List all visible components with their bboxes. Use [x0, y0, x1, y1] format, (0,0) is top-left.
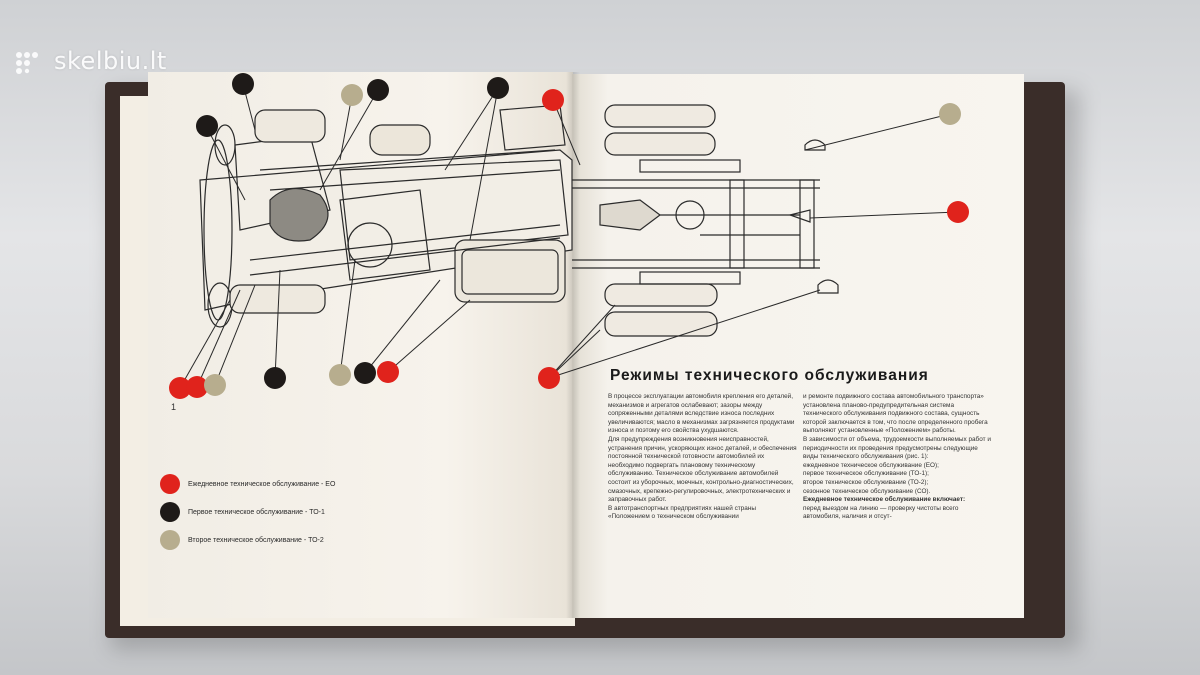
paragraph: В зависимости от объема, трудоемкости вы…	[803, 435, 991, 461]
legend-swatch-eo	[160, 474, 180, 494]
paragraph: В процессе эксплуатации автомобиля крепл…	[608, 393, 795, 435]
legend-item-eo: Ежедневное техническое обслуживание - ЕО	[160, 474, 335, 494]
marker-to1	[264, 367, 286, 389]
figure-number: 1	[171, 402, 177, 412]
legend-label-to2: Второе техническое обслуживание - ТО-2	[188, 536, 324, 544]
marker-eo	[186, 376, 208, 398]
article-column-1: В процессе эксплуатации автомобиля крепл…	[608, 393, 798, 522]
watermark-text: skelbiu.lt	[54, 47, 167, 75]
article-column-2: и ремонте подвижного состава автомобильн…	[803, 393, 993, 522]
marker-eo	[169, 377, 191, 399]
paragraph: Ежедневное техническое обслуживание вклю…	[803, 496, 966, 504]
marker-to1	[367, 79, 389, 101]
marker-eo	[377, 361, 399, 383]
marker-eo	[538, 367, 560, 389]
legend-label-to1: Первое техническое обслуживание - ТО-1	[188, 508, 325, 516]
legend-label-eo: Ежедневное техническое обслуживание - ЕО	[188, 480, 336, 488]
legend-item-to1: Первое техническое обслуживание - ТО-1	[160, 502, 325, 522]
paragraph: В автотранспортных предприятиях нашей ст…	[608, 504, 756, 521]
marker-to1	[487, 77, 509, 99]
paragraph: ежедневное техническое обслуживание (ЕО)…	[803, 461, 939, 469]
paragraph: перед выездом на линию — проверку чистот…	[803, 504, 959, 521]
paragraph: сезонное техническое обслуживание (СО).	[803, 487, 931, 495]
marker-eo	[542, 89, 564, 111]
legend-swatch-to1	[160, 502, 180, 522]
marker-to2	[204, 374, 226, 396]
marker-to2	[939, 103, 961, 125]
marker-eo	[947, 201, 969, 223]
marker-to2	[341, 84, 363, 106]
marker-to2	[329, 364, 351, 386]
legend-item-to2: Второе техническое обслуживание - ТО-2	[160, 530, 324, 550]
paragraph: первое техническое обслуживание (ТО-1);	[803, 470, 929, 478]
paragraph: Для предупреждения возникновения неиспра…	[608, 435, 797, 504]
legend-swatch-to2	[160, 530, 180, 550]
paragraph: и ремонте подвижного состава автомобильн…	[803, 393, 988, 435]
paragraph: второе техническое обслуживание (ТО-2);	[803, 478, 929, 486]
article-heading: Режимы технического обслуживания	[610, 367, 929, 384]
marker-to1	[196, 115, 218, 137]
watermark: skelbiu.lt	[14, 46, 167, 76]
marker-to1	[354, 362, 376, 384]
skelbiu-logo-icon	[16, 52, 38, 74]
marker-to1	[232, 73, 254, 95]
